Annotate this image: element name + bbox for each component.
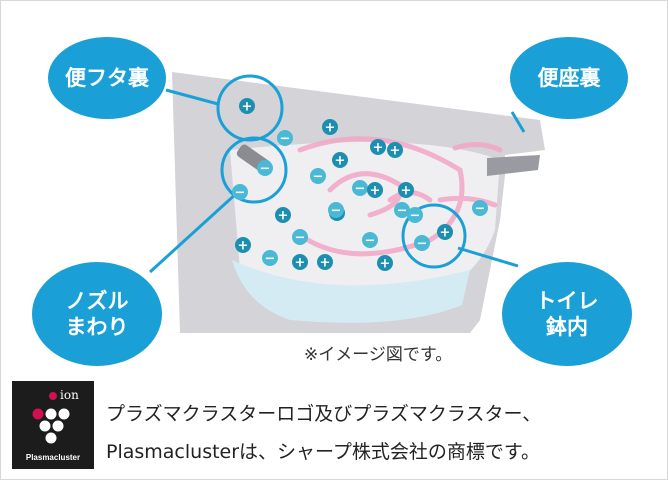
minus-ion-icon bbox=[277, 130, 293, 146]
grape-icon bbox=[32, 392, 70, 444]
minus-ion-sign: − bbox=[235, 186, 246, 201]
plus-ion-icon bbox=[317, 254, 333, 270]
minus-ion-icon bbox=[262, 250, 278, 266]
plus-ion-sign: + bbox=[370, 184, 381, 199]
minus-ion-sign: − bbox=[475, 202, 486, 217]
minus-ion-sign: − bbox=[295, 231, 306, 246]
plus-ion-sign: + bbox=[401, 184, 412, 199]
minus-ion-icon bbox=[292, 229, 308, 245]
plus-ion-icon bbox=[292, 254, 308, 270]
logo-brand-text: Plasmacluster bbox=[25, 453, 81, 462]
label-seat-back: 便座裏 bbox=[510, 37, 628, 119]
plus-ion-icon bbox=[332, 152, 348, 168]
plus-ion-sign: + bbox=[278, 209, 289, 224]
plus-ion-icon bbox=[370, 139, 386, 155]
minus-ion-sign: − bbox=[397, 204, 408, 219]
toilet-seat-rim bbox=[487, 155, 540, 176]
minus-ion-icon bbox=[232, 184, 248, 200]
plus-ion-sign: + bbox=[320, 256, 331, 271]
minus-ion-icon bbox=[472, 200, 488, 216]
plus-ion-icon bbox=[275, 207, 291, 223]
plus-ion-icon bbox=[235, 237, 251, 253]
plus-ion-icon bbox=[398, 182, 414, 198]
minus-ion-icon bbox=[328, 202, 344, 218]
minus-ion-sign: − bbox=[313, 170, 324, 185]
plasmacluster-logo: ion Plasmacluster bbox=[12, 381, 94, 469]
trademark-line-2: Plasmaclusterは、シャープ株式会社の商標です。 bbox=[106, 441, 541, 463]
logo-ion-text: ion bbox=[60, 388, 79, 402]
label-nozzle-area: ノズル まわり bbox=[32, 262, 162, 366]
minus-ion-icon bbox=[257, 160, 273, 176]
minus-ion-sign: − bbox=[265, 252, 276, 267]
plus-ion-icon bbox=[367, 182, 383, 198]
plus-ion-sign: + bbox=[325, 121, 336, 136]
plus-ion-icon bbox=[322, 119, 338, 135]
toilet-water bbox=[232, 260, 470, 323]
plus-ion-icon bbox=[377, 255, 393, 271]
plus-ion-icon bbox=[387, 142, 403, 158]
plus-ion-icon bbox=[437, 224, 453, 240]
minus-ion-icon bbox=[394, 202, 410, 218]
plus-ion-sign: + bbox=[390, 144, 401, 159]
minus-ion-sign: − bbox=[365, 234, 376, 249]
minus-ion-sign: − bbox=[417, 237, 428, 252]
label-toilet-bowl: トイレ 鉢内 bbox=[502, 262, 632, 366]
minus-ion-sign: − bbox=[355, 182, 366, 197]
callout-lid bbox=[165, 74, 284, 142]
plus-ion-sign: + bbox=[335, 154, 346, 169]
minus-ion-sign: − bbox=[260, 162, 271, 177]
minus-ion-icon bbox=[414, 235, 430, 251]
ion-particles: +−+−+−+−+−+−+−+−+−++−+−+−+− bbox=[232, 98, 488, 272]
plus-ion-sign: + bbox=[295, 256, 306, 271]
minus-ion-icon bbox=[310, 168, 326, 184]
minus-ion-icon bbox=[407, 207, 423, 223]
minus-ion-sign: − bbox=[331, 204, 342, 219]
plus-ion-sign: + bbox=[373, 141, 384, 156]
minus-ion-sign: − bbox=[410, 209, 421, 224]
image-note: ※イメージ図です。 bbox=[304, 345, 453, 365]
label-lid-back: 便フタ裏 bbox=[48, 37, 166, 119]
minus-ion-icon bbox=[352, 180, 368, 196]
callout-seat bbox=[510, 111, 526, 133]
minus-ion-sign: − bbox=[280, 132, 291, 147]
callout-nozzle bbox=[148, 136, 288, 274]
callout-bowl bbox=[401, 203, 519, 269]
minus-ion-icon bbox=[362, 232, 378, 248]
plus-ion-sign: + bbox=[242, 100, 253, 115]
trademark-line-1: プラズマクラスターロゴ及びプラズマクラスター、 bbox=[106, 403, 542, 425]
plus-ion-sign: + bbox=[238, 239, 249, 254]
plus-ion-sign: + bbox=[440, 226, 451, 241]
plus-ion-sign: + bbox=[380, 257, 391, 272]
plus-ion-icon bbox=[239, 98, 255, 114]
